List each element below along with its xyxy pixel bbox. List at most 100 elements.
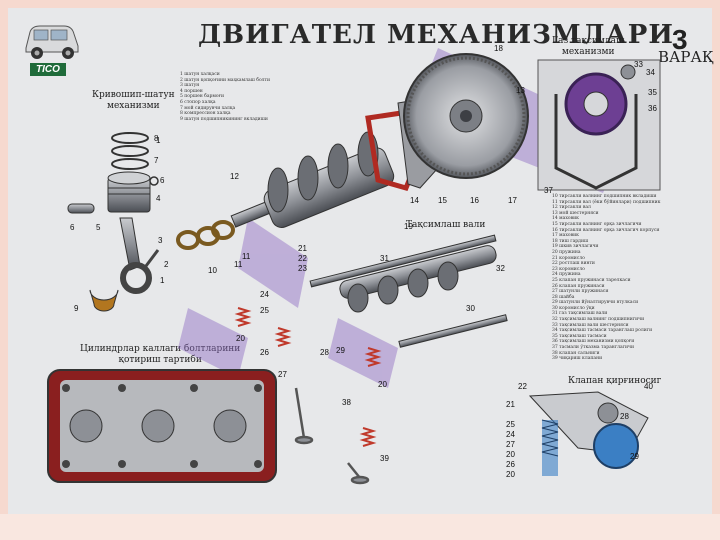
callout-4: 4 [156, 194, 161, 203]
legend-item: 3 шатун [180, 83, 200, 89]
gas-heading-line-1: Газ тақсимлаш [552, 36, 625, 46]
callout-39: 39 [380, 454, 389, 463]
callout-11b: 11 [242, 252, 251, 261]
callout-35: 35 [648, 88, 657, 97]
valve-callout-27: 27 [506, 440, 515, 449]
legend-item: 30 коромисло ўқи [552, 305, 595, 311]
legend-item: 25 клапан пружинаси тарелкаси [552, 277, 631, 283]
crank-heading-line-2: механизми [106, 101, 160, 111]
slide-frame-left [0, 0, 8, 540]
callout-29: 29 [336, 346, 345, 355]
timing-belt-icon [537, 59, 661, 191]
legend-item: 37 тасмали ўтказма таранглагичи [552, 345, 634, 351]
piston-pin-icon [67, 203, 95, 214]
legend-item: 5 поршен бармоғи [180, 94, 224, 100]
legend-item: 6 стопор халқа [180, 99, 216, 105]
callout-21: 21 [298, 244, 307, 253]
callout-19: 19 [404, 222, 413, 231]
valve-callout-20: 20 [506, 450, 515, 459]
callout-34: 34 [646, 68, 655, 77]
callout-30: 30 [466, 304, 475, 313]
valve-clearance-icon [528, 391, 649, 476]
callout-25: 25 [260, 306, 269, 315]
engine-poster: TICO ДВИГАТЕЛ МЕХАНИЗМЛАРИ 3 ВАРАҚ Криво… [8, 8, 714, 514]
rocker-shaft-icon [309, 234, 497, 288]
callout-26: 26 [260, 348, 269, 357]
legend-item: 19 шкив зичлагичи [552, 244, 599, 250]
callout-28: 28 [320, 348, 329, 357]
car-illustration [25, 25, 79, 59]
callout-1: 1 [156, 136, 161, 145]
legend-item: 21 коромисло [552, 255, 585, 261]
callout-17: 17 [508, 196, 517, 205]
legend-item: 1 шатун халқаси [180, 72, 220, 77]
legend-item: 18 тиш гардиш [552, 238, 589, 244]
callout-31: 31 [380, 254, 389, 263]
legend-item: 10 тирсакли валнинг подшипник вкладиши [552, 194, 657, 199]
valve-callout-22: 22 [518, 382, 527, 391]
piston-rings-icon [111, 132, 149, 170]
valve-callout-25: 25 [506, 420, 515, 429]
cylinder-head-heading-line-1: Цилиндрлар каллаги болтларини [80, 344, 241, 354]
legend-item: 31 газ тақсимлаш вали [552, 311, 608, 317]
legend-left: 1 шатун халқаси 2 шатун қопқоғини маҳкам… [180, 72, 270, 122]
valve-callout-20b: 20 [506, 470, 515, 479]
valve-callout-28: 28 [620, 412, 629, 421]
legend-right: 10 тирсакли валнинг подшипник вкладиши 1… [552, 194, 660, 362]
legend-item: 26 клапан пружинаси [552, 283, 605, 289]
callout-3: 3 [158, 236, 163, 245]
callout-24: 24 [260, 290, 269, 299]
legend-item: 14 маховик [552, 216, 579, 222]
legend-item: 29 шатунли йўналтирувчи втулкаси [552, 300, 639, 306]
gas-heading-line-2: механизми [561, 47, 615, 57]
callout-2: 2 [164, 260, 169, 269]
cylinder-head-heading-line-2: қотириш тартиби [118, 355, 202, 365]
legend-item: 35 тақсимлаш тасмаси [552, 333, 607, 339]
rod-bearing-icon [89, 289, 119, 312]
callout-23: 23 [298, 264, 307, 273]
sheet-word: ВАРАҚ [658, 48, 714, 66]
callout-32: 32 [496, 264, 505, 273]
slide-frame-right [712, 0, 720, 540]
cylinder-head-section-heading: Цилиндрлар каллаги болтларини қотириш та… [80, 344, 240, 366]
callout-7: 7 [154, 156, 159, 165]
callout-14: 14 [410, 196, 419, 205]
valve-callout-24: 24 [506, 430, 515, 439]
camshaft-section-heading: Тақсимлаш вали [406, 220, 486, 230]
legend-item: 33 тақсимлаш вали шестерняси [552, 322, 629, 328]
callout-33: 33 [634, 60, 643, 69]
legend-item: 17 маховик [552, 233, 579, 239]
callout-16: 16 [470, 196, 479, 205]
flywheel-icon [403, 53, 529, 179]
legend-item: 7 мой сидирувчи халқа [180, 105, 236, 111]
crank-heading-line-1: Кривошип-шатун [92, 90, 175, 100]
legend-item: 27 шатунли пружинаси [552, 289, 609, 295]
crank-section-heading: Кривошип-шатун механизми [92, 90, 175, 112]
callout-13: 13 [516, 86, 525, 95]
legend-item: 32 тақсимлаш валнинг подшипнигичи [552, 317, 645, 323]
callout-18: 18 [494, 44, 503, 53]
callout-6: 6 [160, 176, 165, 185]
slide-frame-bottom [0, 514, 720, 540]
legend-item: 15 тирсакли валнинг орқа зичлагичи [552, 221, 642, 227]
legend-item: 24 пружина [552, 272, 581, 278]
legend-item: 13 мой шестерняси [552, 210, 599, 216]
callout-9: 9 [74, 304, 79, 313]
tico-logo: TICO [30, 63, 66, 76]
legend-item: 22 ростлаш винти [552, 261, 595, 267]
callout-37: 37 [544, 186, 553, 195]
legend-item: 36 тақсимлаш механизми қопқоғи [552, 339, 635, 345]
callout-1b: 1 [160, 276, 165, 285]
camshaft-icon [339, 245, 497, 313]
legend-item: 4 поршен [180, 88, 203, 94]
cylinder-head-icon [47, 369, 277, 483]
callout-5: 5 [96, 223, 101, 232]
callout-15: 15 [438, 196, 447, 205]
valve-gap-section-heading: Клапан қирғиносиг [568, 376, 662, 386]
piston-icon [107, 171, 151, 213]
valves-icon [294, 387, 370, 485]
callout-6b: 6 [70, 223, 75, 232]
valve-callout-26: 26 [506, 460, 515, 469]
callout-22: 22 [298, 254, 307, 263]
legend-item: 16 тирсакли валнинг орқа зичлагич корпус… [552, 227, 660, 233]
